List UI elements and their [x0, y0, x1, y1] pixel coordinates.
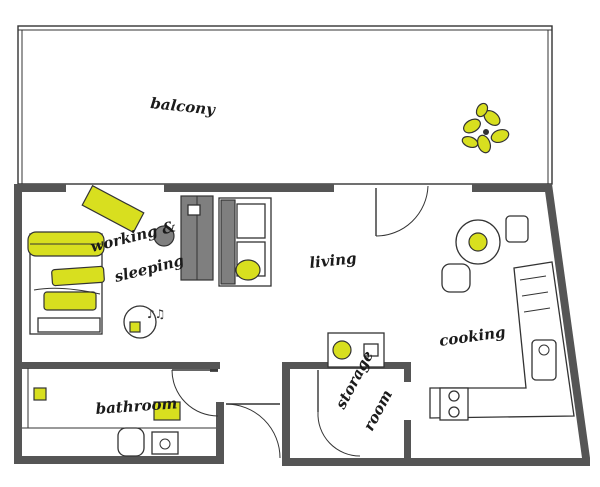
label-room: room — [360, 387, 396, 434]
bathroom-sink — [151, 431, 179, 455]
door-bathroom — [171, 369, 219, 417]
washing-machine — [327, 332, 385, 368]
balcony-area — [17, 25, 553, 185]
bed-icon — [27, 231, 105, 335]
dining-table — [455, 215, 529, 265]
bath-mat — [33, 387, 181, 421]
label-living: living — [309, 249, 358, 272]
door-living — [375, 185, 429, 237]
music-notes-icon: ♪♫ — [147, 307, 165, 321]
chair-icon — [441, 263, 471, 293]
label-bathroom: bathroom — [95, 394, 178, 418]
label-cooking: cooking — [438, 323, 506, 350]
door-entrance — [225, 403, 281, 459]
outer-walls — [14, 184, 590, 466]
svg-text:♪♫: ♪♫ — [147, 307, 165, 321]
desk — [81, 184, 175, 339]
label-sleeping: sleeping — [113, 251, 186, 286]
label-balcony: balcony — [150, 94, 217, 119]
sink-icon — [531, 339, 557, 381]
stove-icon — [519, 275, 551, 313]
wardrobe — [180, 195, 214, 281]
toilet-icon — [117, 427, 145, 457]
plant-icon — [461, 102, 510, 154]
sofa-icon — [218, 197, 272, 287]
door-storage — [317, 370, 361, 457]
